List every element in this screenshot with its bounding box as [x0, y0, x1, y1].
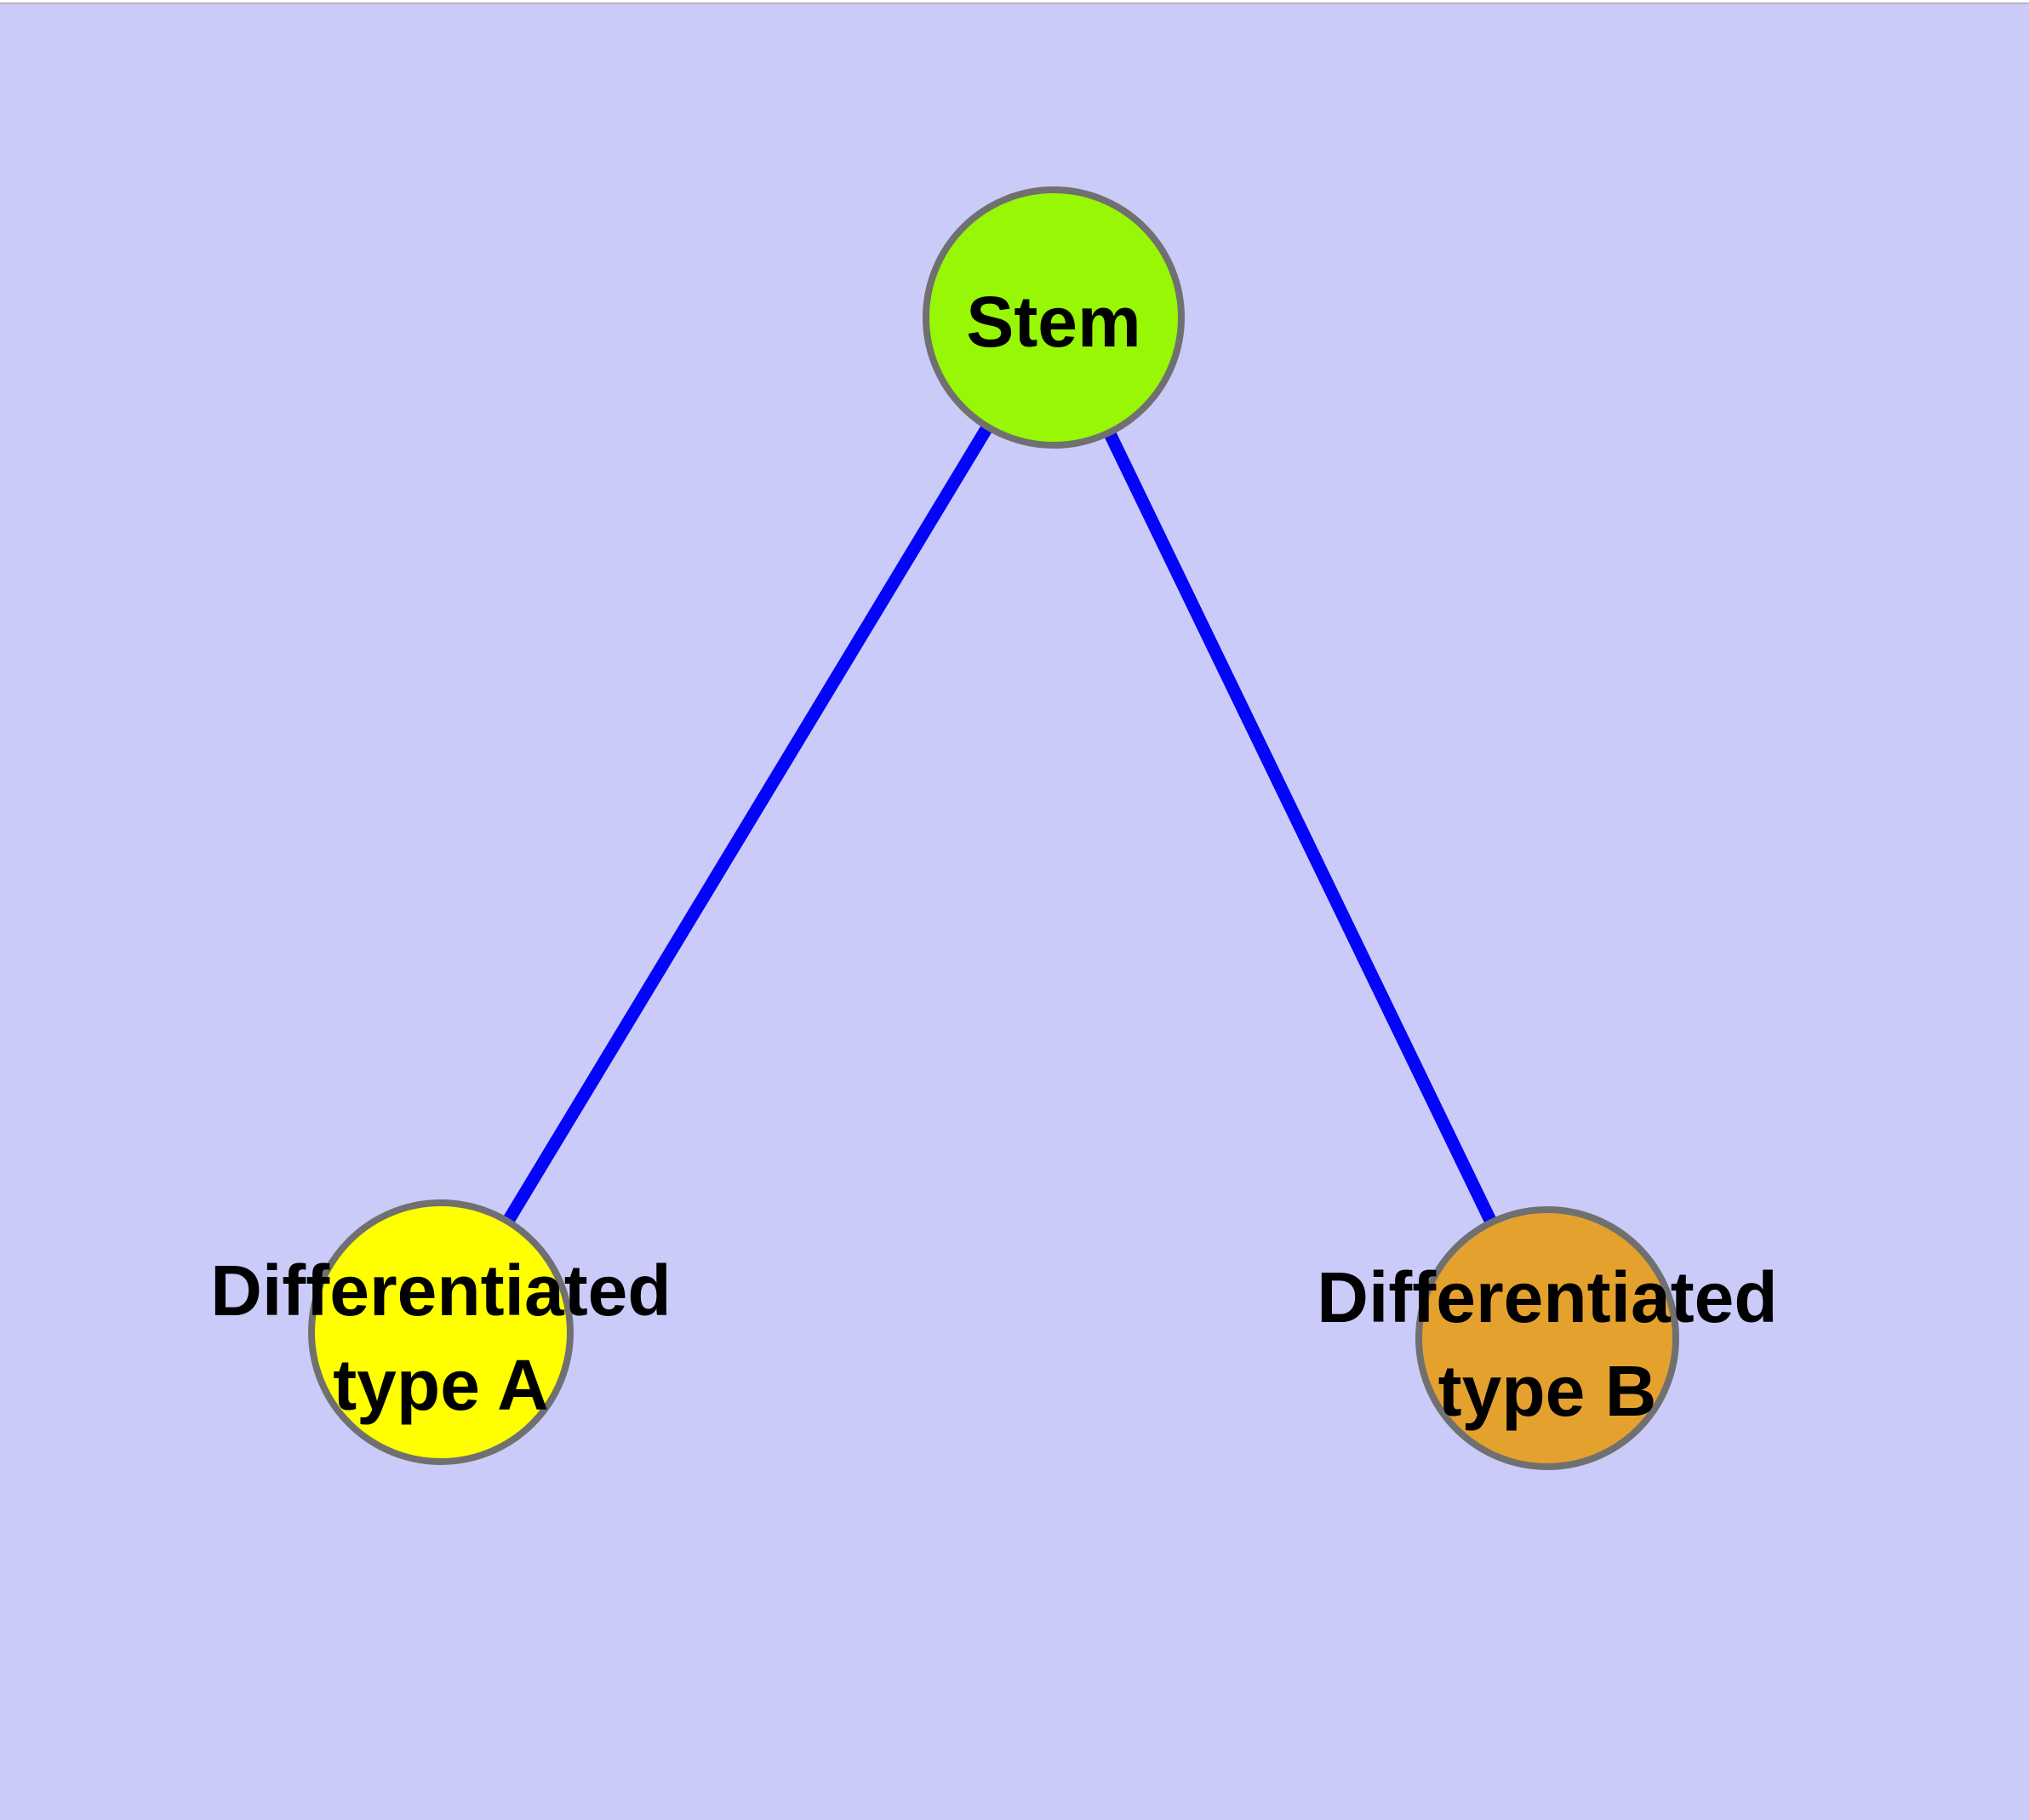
node-stem: Stem: [923, 186, 1185, 449]
node-differentiated-type-a: Differentiated type A: [210, 1199, 672, 1465]
edge-stem-to-type-b: [1048, 314, 1553, 1342]
edge-group: [435, 314, 1553, 1342]
node-type-b-circle: [1415, 1206, 1679, 1470]
node-stem-circle: [923, 186, 1185, 449]
top-strip-hairline: [0, 3, 2029, 4]
top-white-strip: [0, 0, 2029, 3]
node-stem-label: Stem: [966, 282, 1140, 362]
node-type-a-circle: [308, 1199, 574, 1465]
edge-stem-to-type-a: [435, 314, 1060, 1336]
node-type-a-label-line1: Differentiated: [210, 1251, 671, 1331]
node-type-a-label-line2: type A: [333, 1345, 549, 1425]
node-type-b-label-line2: type B: [1438, 1351, 1657, 1431]
node-differentiated-type-b: Differentiated type B: [1317, 1206, 1778, 1470]
node-type-b-label-line1: Differentiated: [1317, 1257, 1777, 1337]
